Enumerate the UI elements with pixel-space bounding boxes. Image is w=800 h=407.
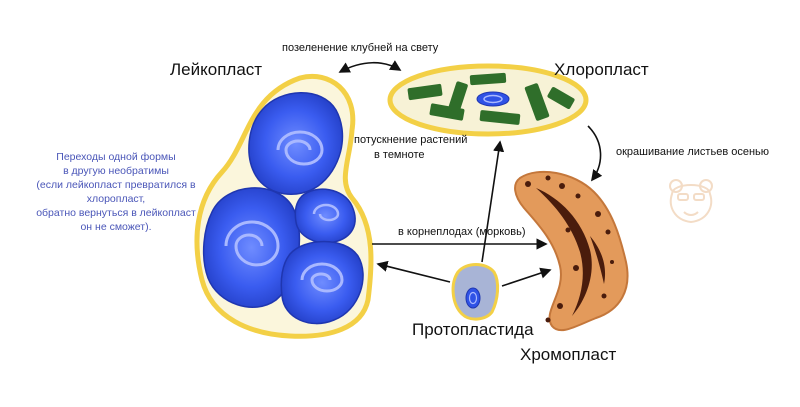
irreversibility-note: Переходы одной формы в другую необратимы… bbox=[28, 150, 204, 234]
note-line: (если лейкопласт превратился в bbox=[36, 179, 196, 191]
pigment-crystal bbox=[525, 175, 614, 323]
chloroplast-label: Хлоропласт bbox=[554, 60, 649, 79]
protoplastid-cell bbox=[451, 263, 500, 321]
autumn-caption: окрашивание листьев осенью bbox=[616, 146, 770, 158]
leucoplast-label: Лейкопласт bbox=[170, 60, 263, 79]
chromoplast-cell bbox=[514, 170, 629, 332]
chloroplast-cell bbox=[387, 63, 589, 137]
note-line: обратно вернуться в лейкопласт bbox=[36, 207, 196, 219]
arrow-autumn bbox=[587, 125, 603, 182]
leucoplast-cell bbox=[194, 74, 374, 339]
greening-caption: позеленение клубней на свету bbox=[282, 42, 439, 54]
arrow-greening bbox=[338, 60, 402, 73]
darkening-caption-line2: в темноте bbox=[374, 149, 425, 161]
starch-granule bbox=[202, 187, 301, 308]
starch-granule bbox=[294, 188, 356, 244]
chloroplast-granule bbox=[476, 91, 510, 107]
bear-watermark-icon bbox=[669, 179, 713, 224]
starch-granule bbox=[280, 240, 364, 325]
arrow-protoplastid-to-chloroplast bbox=[481, 140, 505, 263]
darkening-caption-line1: потускнение растений bbox=[354, 134, 468, 146]
transition-arrows bbox=[338, 60, 603, 287]
arrow-protoplastid-to-chromoplast bbox=[501, 267, 552, 287]
thylakoid bbox=[407, 72, 575, 125]
chromoplast-label: Хромопласт bbox=[520, 345, 617, 364]
starch-granule bbox=[248, 92, 344, 195]
protoplastid-label: Протопластида bbox=[412, 320, 534, 339]
note-line: в другую необратимы bbox=[63, 165, 169, 177]
note-line: он не сможет). bbox=[80, 221, 152, 233]
arrow-protoplastid-to-leucoplast bbox=[376, 260, 451, 283]
note-line: хлоропласт, bbox=[86, 193, 146, 205]
note-line: Переходы одной формы bbox=[56, 151, 176, 163]
roots-caption: в корнеплодах (морковь) bbox=[398, 226, 526, 238]
